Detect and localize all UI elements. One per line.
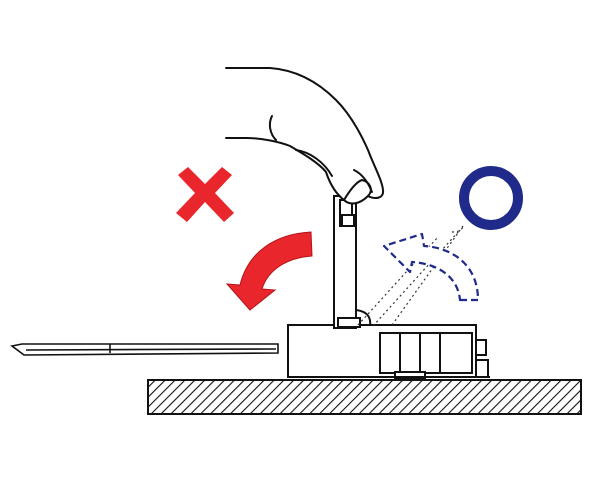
lever <box>333 195 372 329</box>
motion-guide-lines <box>357 225 464 327</box>
incorrect-rotation-arrow <box>225 231 313 311</box>
base-board <box>147 379 582 415</box>
hand <box>225 67 385 205</box>
connector-housing <box>287 324 490 380</box>
wrong-mark <box>176 167 234 222</box>
flat-cable <box>10 343 279 356</box>
correct-mark <box>459 166 523 230</box>
correct-rotation-arrow <box>382 232 480 302</box>
